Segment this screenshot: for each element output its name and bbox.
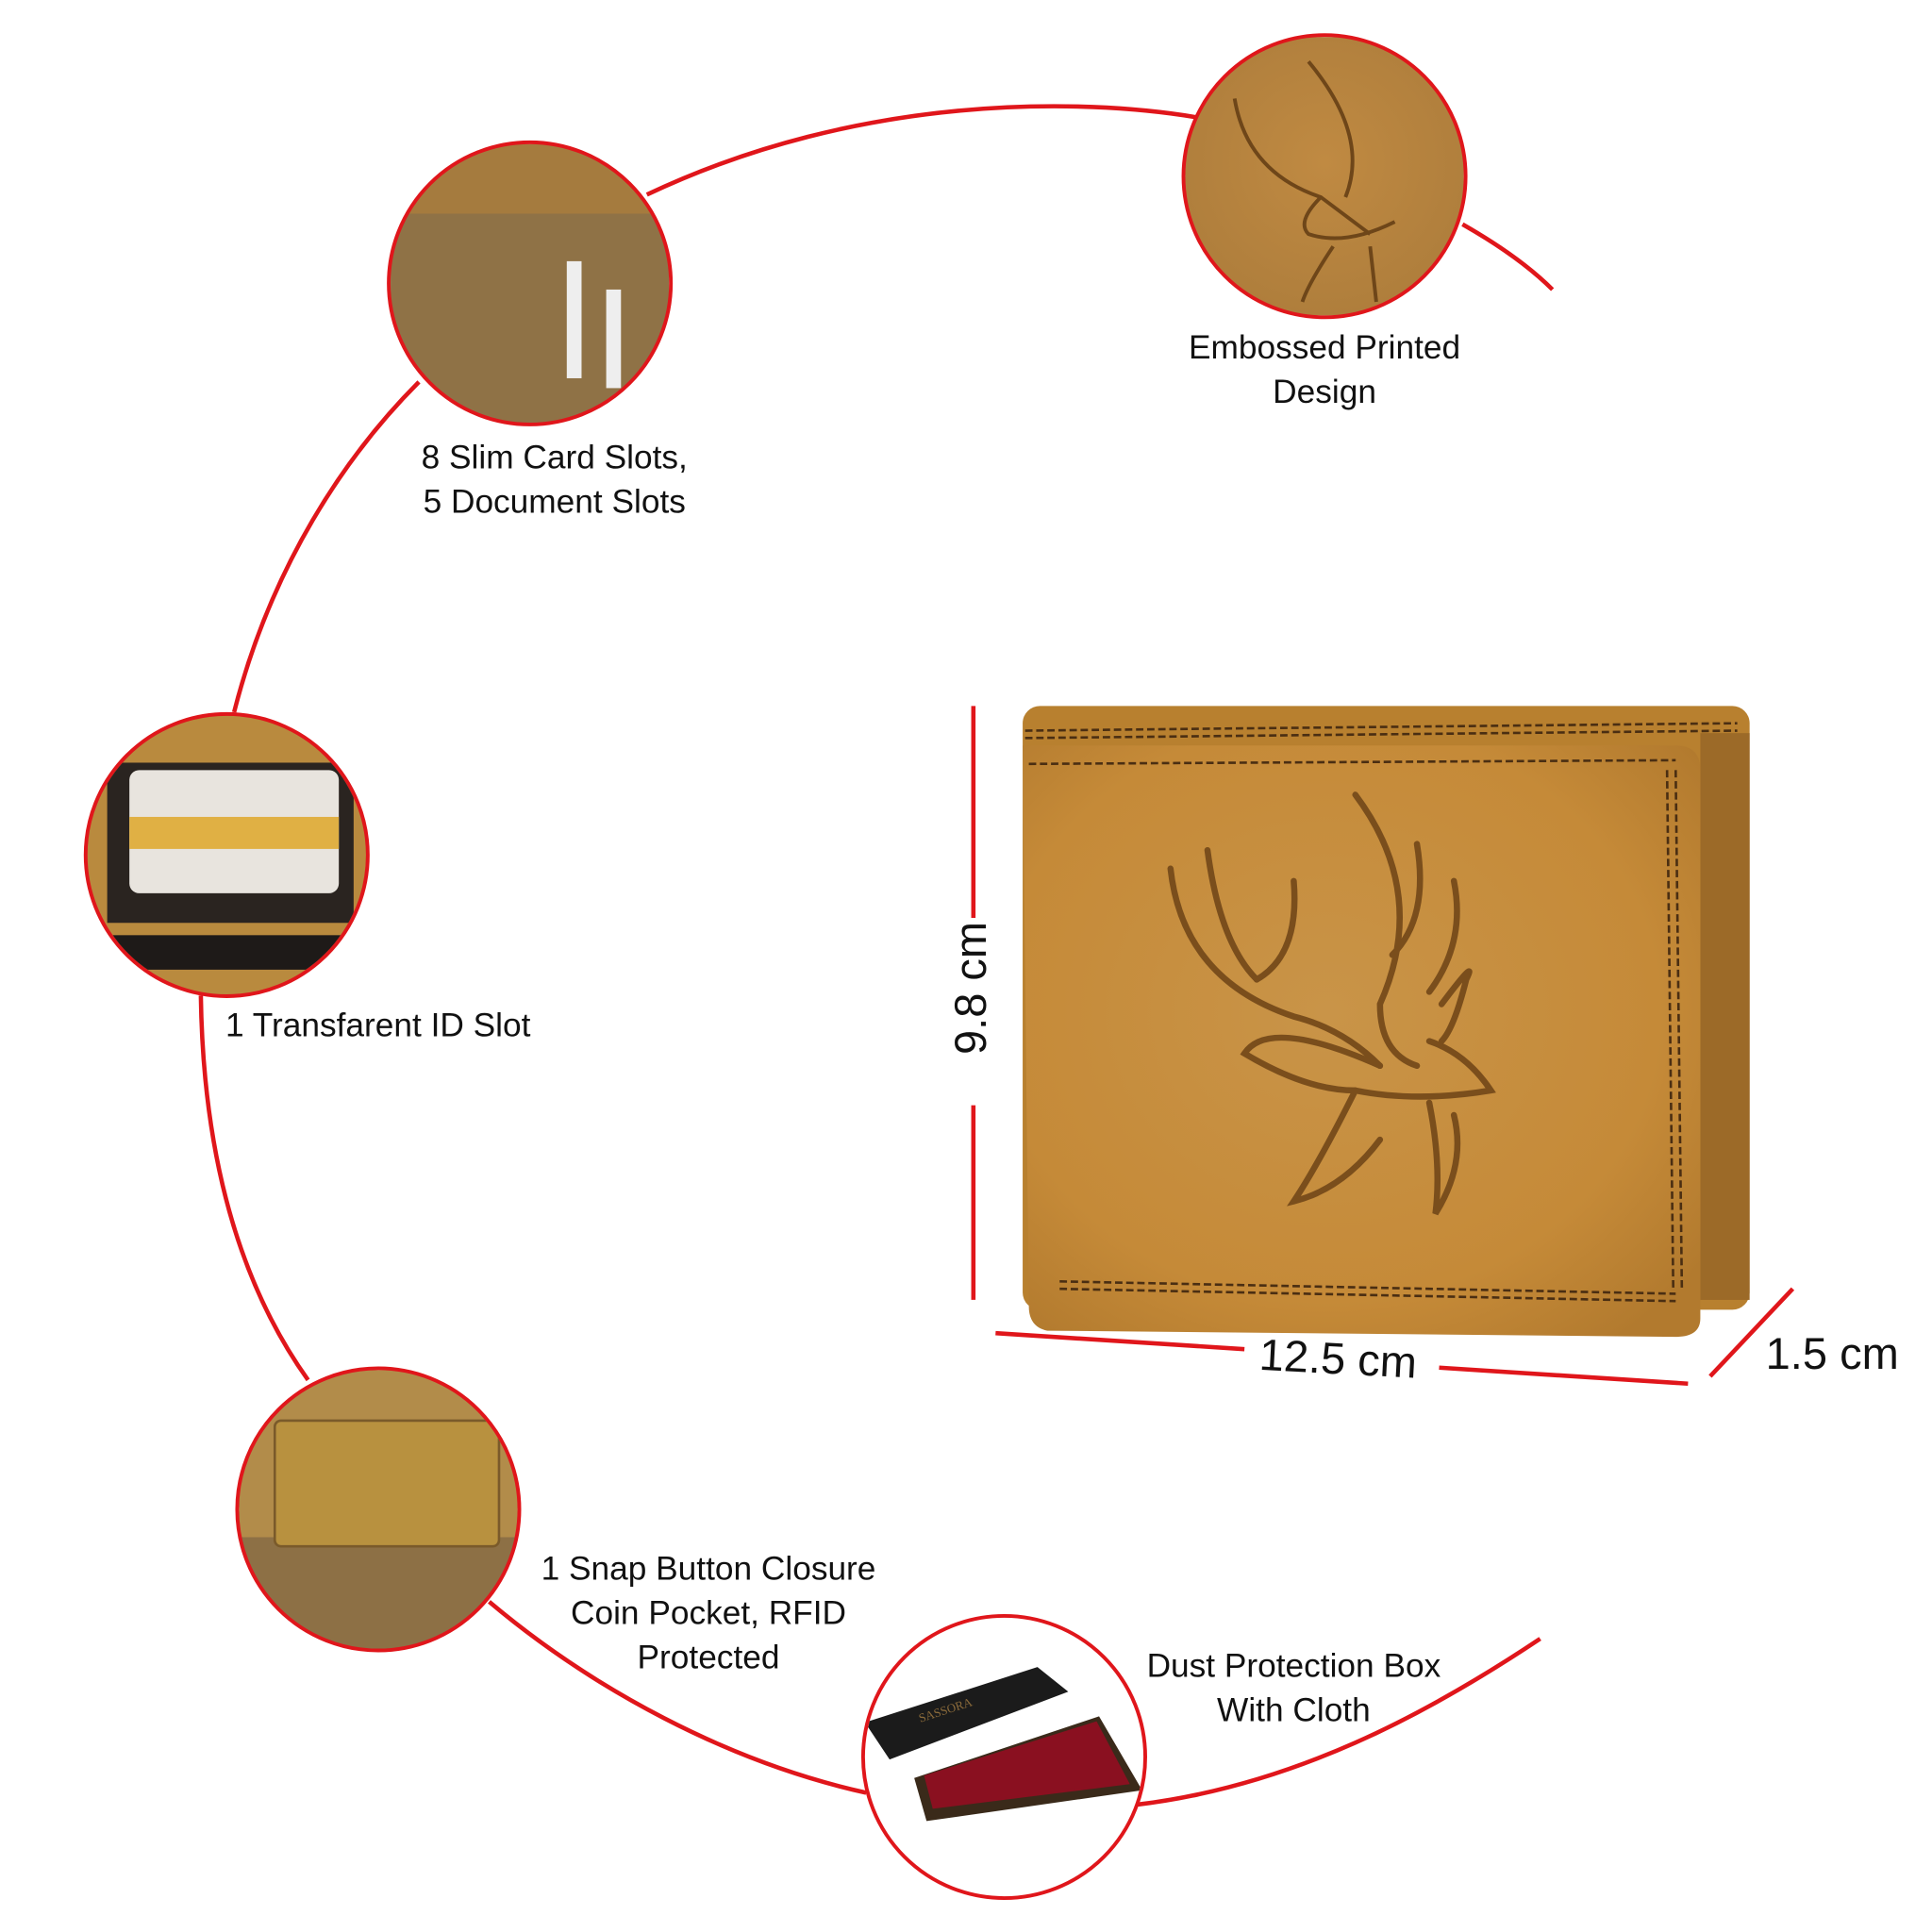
coin-pocket-label: 1 Snap Button Closure Coin Pocket, RFID … (518, 1546, 900, 1679)
id-slot-thumbnail (83, 711, 370, 998)
label-line: 1 Snap Button Closure (541, 1550, 876, 1588)
height-dimension-label: 9.8 cm (944, 921, 996, 1056)
label-line: 1 Transfarent ID Slot (225, 1007, 531, 1044)
label-line: Dust Protection Box (1146, 1647, 1441, 1685)
label-line: Coin Pocket, RFID (570, 1594, 847, 1632)
deer-emboss (1167, 791, 1496, 1216)
label-line: 5 Document Slots (423, 482, 686, 521)
label-line: 8 Slim Card Slots, (421, 438, 688, 476)
card-slot (606, 289, 622, 389)
lower-pocket (87, 935, 366, 970)
embossed-label: Embossed Printed Design (1152, 325, 1497, 414)
id-slot-label: 1 Transfarent ID Slot (225, 1003, 530, 1047)
id-card (129, 770, 340, 893)
embossed-design-thumbnail (1181, 33, 1468, 320)
depth-dimension-label: 1.5 cm (1765, 1327, 1899, 1379)
label-line: Embossed Printed (1188, 328, 1461, 366)
card-slots-thumbnail (387, 140, 674, 426)
coin-pocket-flap (273, 1419, 501, 1548)
wallet-main-image (1023, 706, 1750, 1338)
box-label: Dust Protection Box With Cloth (1122, 1643, 1467, 1732)
id-card-band (129, 816, 340, 849)
gift-box-thumbnail: SASSORA (860, 1613, 1147, 1901)
width-dimension-label: 12.5 cm (1257, 1328, 1419, 1389)
label-line: Design (1273, 373, 1376, 410)
coin-pocket-thumbnail (235, 1366, 522, 1653)
label-line: With Cloth (1217, 1691, 1371, 1729)
label-line: Protected (637, 1639, 780, 1676)
card-slots-label: 8 Slim Card Slots, 5 Document Slots (382, 435, 727, 524)
card-slot (566, 260, 582, 378)
